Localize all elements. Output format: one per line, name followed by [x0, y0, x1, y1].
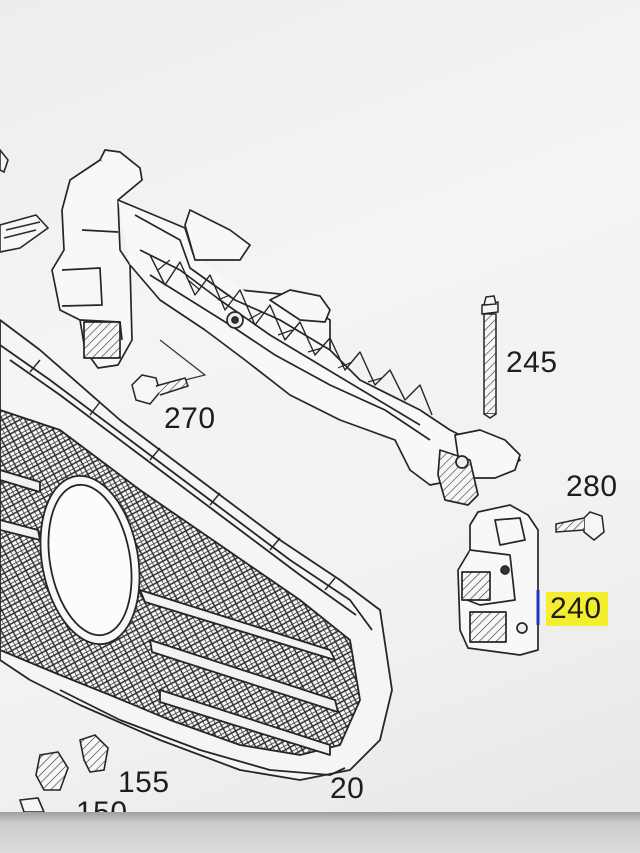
bolt-280: [555, 511, 605, 541]
callout-240-highlighted[interactable]: 240: [546, 592, 608, 626]
bolt-270: [131, 374, 189, 405]
grille-assembly: [0, 319, 393, 781]
clip-parts: [18, 734, 109, 813]
bolt-245: [481, 295, 499, 419]
callout-280[interactable]: 280: [566, 470, 618, 503]
callout-20[interactable]: 20: [330, 772, 365, 805]
callout-245[interactable]: 245: [506, 346, 558, 379]
monitor-bezel: [0, 812, 640, 853]
latch-bracket-240: [457, 504, 540, 656]
partial-part-left-top: [0, 148, 50, 253]
callout-155[interactable]: 155: [118, 766, 170, 799]
callout-270[interactable]: 270: [164, 402, 216, 435]
lock-carrier-assembly: [51, 149, 521, 506]
